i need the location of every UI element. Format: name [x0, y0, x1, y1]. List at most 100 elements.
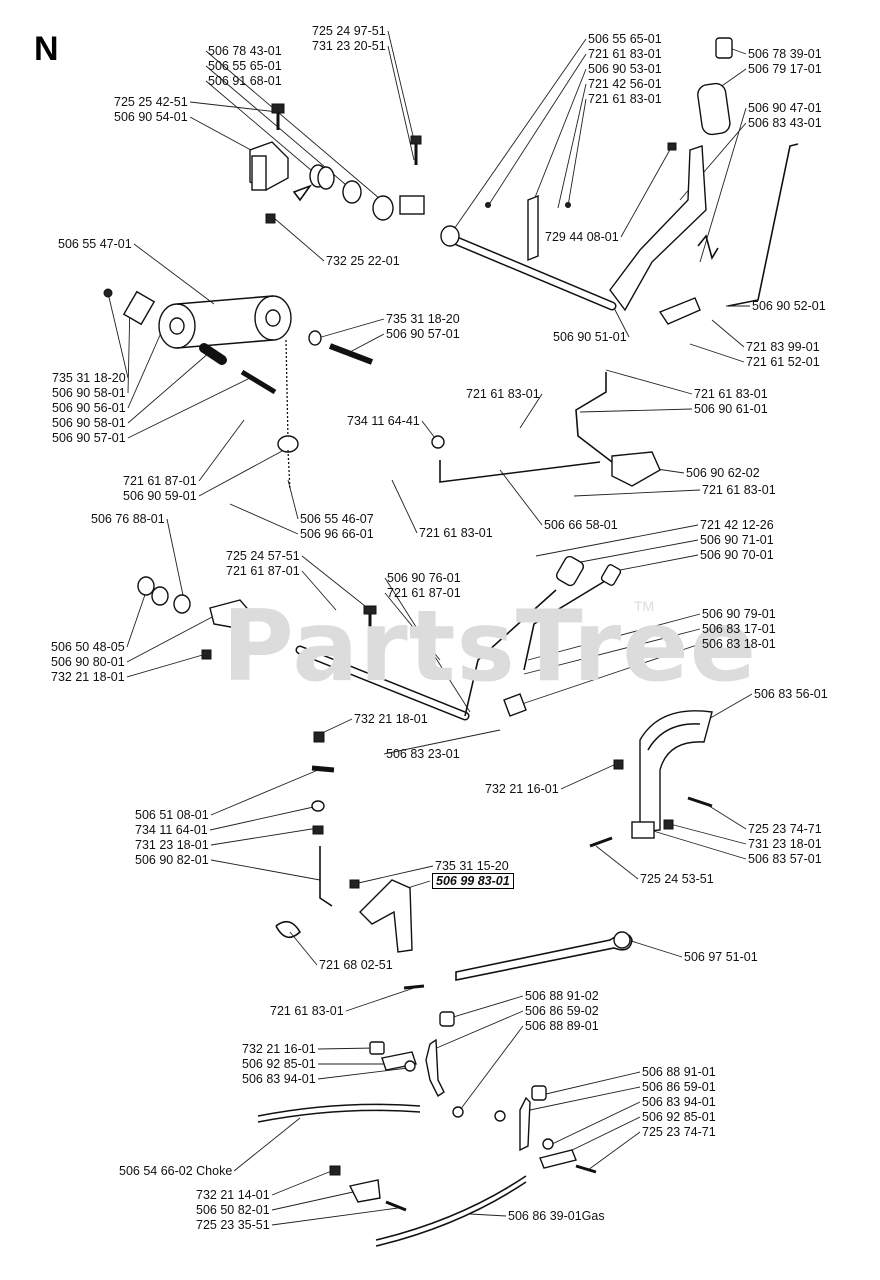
part-label: 506 78 43-01 — [208, 44, 282, 58]
leader-line — [569, 539, 699, 565]
leader-line — [595, 845, 639, 880]
leader-line — [609, 554, 699, 573]
spring-and-washers — [265, 135, 425, 224]
part-label: 506 86 59-02 — [525, 1004, 599, 1018]
part-label: 506 88 89-01 — [525, 1019, 599, 1033]
part-label: 506 96 66-01 — [300, 527, 374, 541]
pulley-left — [103, 288, 196, 349]
leader-line — [301, 555, 371, 611]
part-label: 506 55 65-01 — [588, 32, 662, 46]
leader-line — [233, 1117, 301, 1172]
top-shaft — [440, 194, 617, 311]
part-label: 506 55 47-01 — [58, 237, 132, 251]
leader-line — [317, 1067, 409, 1080]
leader-line — [567, 98, 587, 207]
part-label: 506 51 08-01 — [135, 808, 209, 822]
leader-line — [287, 479, 299, 520]
leader-line — [198, 449, 285, 497]
leader-line — [449, 995, 524, 1019]
leader-line — [319, 718, 353, 735]
part-label: 506 92 85-01 — [642, 1110, 716, 1124]
part-label: 506 83 43-01 — [748, 116, 822, 130]
part-label: 725 23 35-51 — [196, 1218, 270, 1232]
linkage-mid — [431, 372, 661, 487]
leader-line — [387, 30, 415, 141]
part-label: 506 90 61-01 — [694, 402, 768, 416]
part-label: 725 24 53-51 — [640, 872, 714, 886]
watermark: PartsTree — [222, 590, 758, 704]
leader-line — [127, 351, 211, 424]
part-label: 506 83 94-01 — [242, 1072, 316, 1086]
chain-bushing — [277, 435, 299, 453]
choke-assembly — [257, 1011, 464, 1123]
leader-line — [557, 83, 587, 209]
leader-line — [620, 145, 673, 238]
sector-gear — [589, 710, 713, 848]
section-letter: N — [34, 30, 59, 68]
part-label: 735 31 15-20 — [435, 859, 509, 873]
leader-line — [459, 1025, 524, 1111]
leader-line — [523, 628, 701, 675]
leader-line — [345, 987, 415, 1012]
leader-line — [705, 803, 747, 830]
lever-handle — [609, 37, 733, 325]
leader-line — [431, 1010, 524, 1051]
leader-line — [126, 585, 149, 648]
part-label: 506 86 39-01Gas — [508, 1209, 605, 1223]
leader-line — [699, 107, 747, 263]
part-label: 506 90 70-01 — [700, 548, 774, 562]
leader-line — [317, 1047, 377, 1050]
leader-line — [107, 292, 129, 379]
part-label: 506 79 17-01 — [748, 62, 822, 76]
leader-line — [273, 217, 325, 262]
part-label: 506 90 54-01 — [114, 110, 188, 124]
long-rod — [727, 143, 799, 307]
pulley-right — [176, 295, 292, 349]
part-label: 725 23 74-71 — [642, 1125, 716, 1139]
part-label: 721 61 83-01 — [419, 526, 493, 540]
part-label: 506 83 94-01 — [642, 1095, 716, 1109]
leader-line — [487, 53, 587, 207]
part-label: 506 90 82-01 — [135, 853, 209, 867]
part-label: 506 90 80-01 — [51, 655, 125, 669]
part-label: 721 61 52-01 — [746, 355, 820, 369]
leader-line — [529, 1086, 641, 1111]
part-label: 721 83 99-01 — [746, 340, 820, 354]
part-label: 721 61 83-01 — [588, 47, 662, 61]
leader-line — [126, 615, 215, 663]
leader-line — [271, 1207, 399, 1226]
leader-line — [205, 80, 319, 177]
part-label: 506 90 59-01 — [123, 489, 197, 503]
part-label: 506 66 58-01 — [544, 518, 618, 532]
gas-assembly — [329, 1085, 597, 1247]
part-label: 506 90 52-01 — [752, 299, 826, 313]
part-label: 732 21 14-01 — [196, 1188, 270, 1202]
part-label: 506 86 59-01 — [642, 1080, 716, 1094]
part-label: 721 61 83-01 — [588, 92, 662, 106]
part-label: 506 50 82-01 — [196, 1203, 270, 1217]
part-label: 735 31 18-20 — [386, 312, 460, 326]
leader-line — [210, 859, 321, 881]
leader-line — [519, 393, 543, 429]
leader-line — [451, 38, 587, 233]
part-label: 506 83 18-01 — [702, 637, 776, 651]
leader-line — [127, 325, 165, 409]
leader-line — [198, 419, 245, 482]
leader-line — [499, 469, 543, 526]
part-label: 729 44 08-01 — [545, 230, 619, 244]
part-label: 725 24 97-51 — [312, 24, 386, 38]
part-label: 506 97 51-01 — [684, 950, 758, 964]
leader-line — [271, 1189, 363, 1211]
leader-line — [189, 101, 279, 113]
pulley-shafts — [199, 330, 374, 395]
part-label: 506 78 39-01 — [748, 47, 822, 61]
spring-small — [697, 234, 719, 261]
leader-line — [545, 1071, 641, 1095]
part-label: 721 42 56-01 — [588, 77, 662, 91]
leader-line — [126, 653, 207, 678]
leader-line — [391, 479, 418, 534]
part-label-highlighted: 506 99 83-01 — [432, 873, 514, 889]
part-label: 506 83 57-01 — [748, 852, 822, 866]
part-label: 506 83 56-01 — [754, 687, 828, 701]
